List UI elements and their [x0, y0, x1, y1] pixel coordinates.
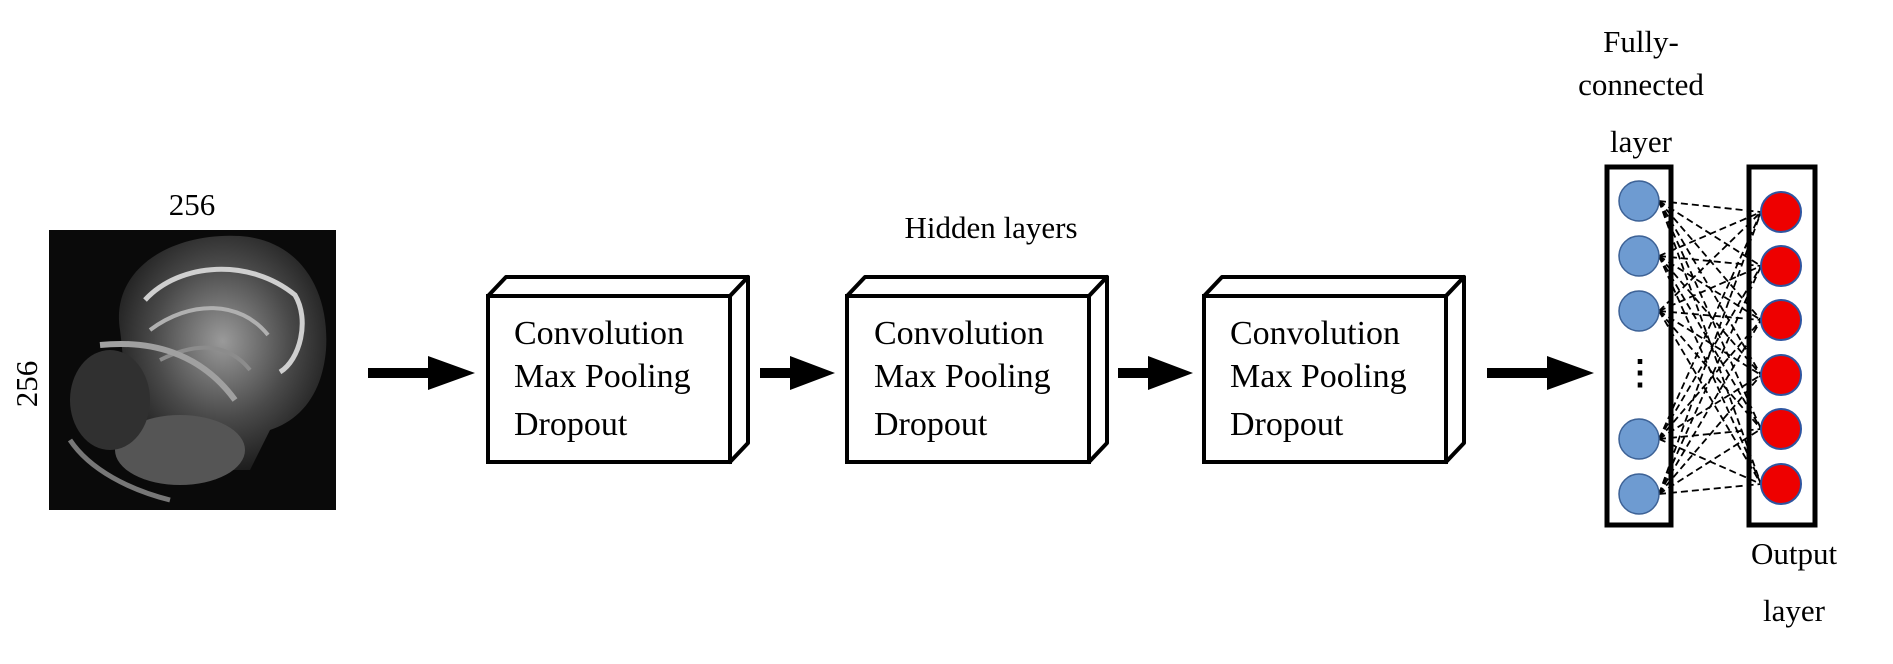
connection-line	[1658, 374, 1762, 495]
block-2-line-1: Convolution	[874, 315, 1044, 352]
connection-line	[1658, 265, 1762, 495]
connection-line	[1658, 310, 1762, 430]
fc-node	[1618, 235, 1660, 277]
input-height-label: 256	[9, 361, 44, 408]
arrow-3	[1118, 356, 1193, 390]
block-1-line-3: Dropout	[514, 406, 628, 443]
output-node	[1760, 299, 1802, 341]
fc-label-line-2: connected	[1578, 67, 1704, 102]
block-3-line-1: Convolution	[1230, 315, 1400, 352]
fc-nodes	[1618, 180, 1660, 515]
connection-line	[1658, 211, 1762, 440]
connection-line	[1658, 211, 1762, 257]
connection-line	[1658, 310, 1762, 321]
conv-block-1: Convolution Max Pooling Dropout	[486, 275, 750, 464]
block-3-line-2: Max Pooling	[1230, 358, 1407, 395]
fc-node	[1618, 418, 1660, 460]
fc-layer-box	[1604, 164, 1674, 528]
hidden-layers-label: Hidden layers	[904, 210, 1077, 245]
fc-label-line-1: Fully-	[1603, 24, 1679, 59]
input-mri-image	[49, 230, 336, 510]
connection-line	[1658, 211, 1762, 312]
output-node	[1760, 463, 1802, 505]
connection-line	[1658, 319, 1762, 495]
connection-line	[1658, 428, 1762, 440]
conv-block-3: Convolution Max Pooling Dropout	[1202, 275, 1466, 464]
connection-line	[1658, 265, 1762, 440]
block-3-line-3: Dropout	[1230, 406, 1344, 443]
connection-line	[1658, 211, 1762, 495]
connection-line	[1658, 310, 1762, 376]
connection-line	[1658, 255, 1762, 376]
connection-line	[1658, 310, 1762, 485]
output-label-line-1: Output	[1751, 536, 1838, 571]
output-node	[1760, 191, 1802, 233]
block-2-line-3: Dropout	[874, 406, 988, 443]
fc-ellipsis: ⋮	[1623, 355, 1657, 392]
block-1-line-2: Max Pooling	[514, 358, 691, 395]
arrow-2	[760, 356, 835, 390]
fc-node	[1618, 290, 1660, 332]
input-width-label: 256	[169, 187, 216, 222]
block-2-line-2: Max Pooling	[874, 358, 1051, 395]
connection-line	[1658, 200, 1762, 485]
output-node	[1760, 245, 1802, 287]
connection-line	[1658, 265, 1762, 312]
connection-line	[1658, 483, 1762, 495]
output-label-line-2: layer	[1763, 593, 1826, 628]
conv-block-2: Convolution Max Pooling Dropout	[845, 275, 1109, 464]
fc-output-connections	[1658, 200, 1762, 495]
connection-line	[1658, 255, 1762, 267]
output-node	[1760, 354, 1802, 396]
output-layer-box	[1746, 164, 1818, 528]
connection-line	[1658, 428, 1762, 495]
fc-label-line-3: layer	[1610, 124, 1673, 159]
block-1-line-1: Convolution	[514, 315, 684, 352]
fc-node	[1618, 180, 1660, 222]
connection-line	[1658, 200, 1762, 213]
arrow-1	[368, 356, 475, 390]
output-nodes	[1760, 191, 1802, 505]
output-node	[1760, 408, 1802, 450]
fc-node	[1618, 473, 1660, 515]
arrow-4	[1487, 356, 1594, 390]
